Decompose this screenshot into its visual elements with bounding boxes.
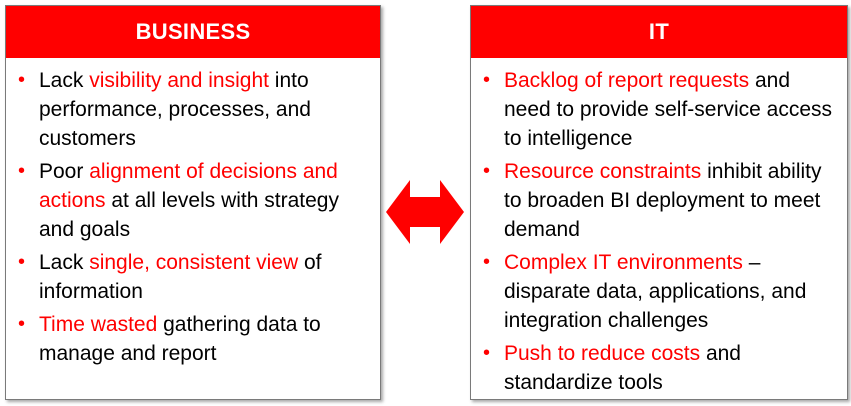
double-arrow-shape — [386, 180, 464, 244]
business-list: •Lack visibility and insight into perfor… — [6, 58, 380, 368]
bullet-icon: • — [483, 69, 491, 91]
it-item: •Backlog of report requests and need to … — [483, 66, 839, 153]
bullet-icon: • — [483, 160, 491, 182]
business-panel: BUSINESS •Lack visibility and insight in… — [5, 5, 381, 400]
bullet-icon: • — [483, 251, 491, 273]
bullet-icon: • — [18, 313, 26, 335]
business-item: •Lack single, consistent view of informa… — [18, 248, 372, 306]
it-panel: IT •Backlog of report requests and need … — [470, 5, 848, 400]
business-header: BUSINESS — [6, 6, 380, 58]
it-list: •Backlog of report requests and need to … — [471, 58, 847, 397]
double-arrow-icon — [386, 180, 464, 244]
business-item: •Poor alignment of decisions and actions… — [18, 157, 372, 244]
it-item: •Complex IT environments – disparate dat… — [483, 248, 839, 335]
it-header: IT — [471, 6, 847, 58]
bullet-icon: • — [18, 251, 26, 273]
business-item: •Lack visibility and insight into perfor… — [18, 66, 372, 153]
it-item: •Resource constraints inhibit ability to… — [483, 157, 839, 244]
bullet-icon: • — [18, 160, 26, 182]
bullet-icon: • — [18, 69, 26, 91]
bullet-icon: • — [483, 342, 491, 364]
it-item: •Push to reduce costs and standardize to… — [483, 339, 839, 397]
business-item: •Time wasted gathering data to manage an… — [18, 310, 372, 368]
